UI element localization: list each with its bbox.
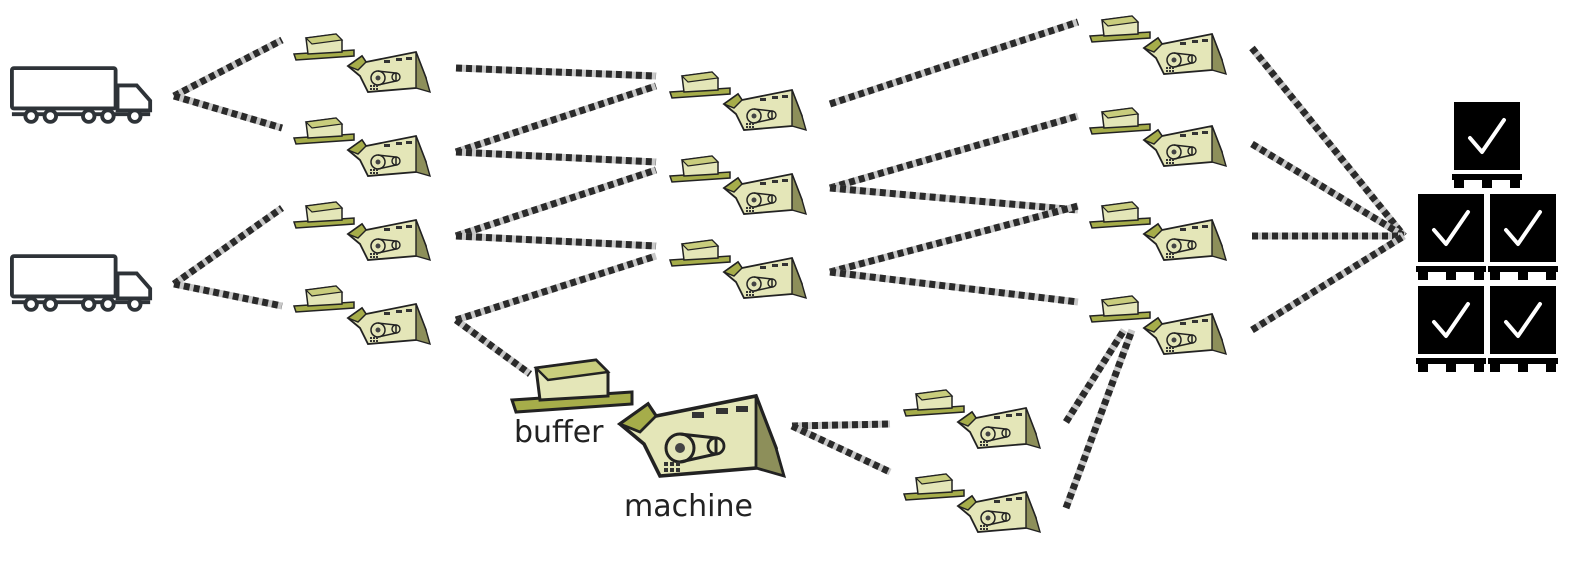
- pallet-checkmark-icon: [1416, 192, 1486, 282]
- buffer-and-machine-icon: [669, 239, 807, 299]
- connection-line: [829, 184, 1079, 214]
- buffer-and-machine-icon: [293, 201, 431, 261]
- connection-line: [791, 420, 891, 430]
- buffer-and-machine-icon: [903, 389, 1041, 449]
- connection-line: [829, 112, 1079, 192]
- pallet-checkmark-icon: [1452, 100, 1522, 190]
- connection-line: [455, 64, 657, 80]
- connection-line: [828, 18, 1080, 108]
- connection-line: [1062, 328, 1136, 510]
- connection-line: [455, 148, 657, 166]
- connection-line: [1249, 45, 1407, 239]
- connection-line: [829, 202, 1079, 276]
- connection-line: [1250, 233, 1406, 333]
- connection-line: [173, 280, 283, 310]
- buffer-and-machine-icon: [293, 33, 431, 93]
- connection-line: [790, 422, 892, 476]
- truck-icon: [10, 66, 153, 124]
- connection-line: [454, 166, 658, 240]
- buffer-and-machine-icon: [293, 285, 431, 345]
- connection-line: [1250, 141, 1406, 239]
- connection-line: [829, 268, 1079, 306]
- machine-label: machine: [624, 489, 753, 524]
- buffer-and-machine-icon: [903, 473, 1041, 533]
- pallet-checkmark-icon: [1488, 284, 1558, 374]
- connection-line: [454, 82, 658, 156]
- buffer-and-machine-icon: [669, 155, 807, 215]
- connection-line: [171, 205, 285, 287]
- buffer-and-machine-icon: [1089, 201, 1227, 261]
- connection-line: [173, 92, 283, 132]
- connection-line: [453, 317, 533, 377]
- pallet-checkmark-icon: [1416, 284, 1486, 374]
- buffer-and-machine-icon: [669, 71, 807, 131]
- connection-line: [454, 252, 658, 324]
- buffer-and-machine-icon: [1089, 15, 1227, 75]
- buffer-label: buffer: [514, 415, 604, 450]
- pallet-checkmark-icon: [1488, 192, 1558, 282]
- connection-line: [829, 112, 1079, 192]
- truck-icon: [10, 254, 153, 312]
- connection-line: [1063, 328, 1127, 424]
- connection-lines: [171, 18, 1407, 510]
- buffer-and-machine-icon: [1089, 107, 1227, 167]
- connection-line: [172, 36, 284, 100]
- connection-line: [455, 232, 657, 250]
- connection-line: [829, 202, 1079, 276]
- buffer-and-machine-icon: [293, 117, 431, 177]
